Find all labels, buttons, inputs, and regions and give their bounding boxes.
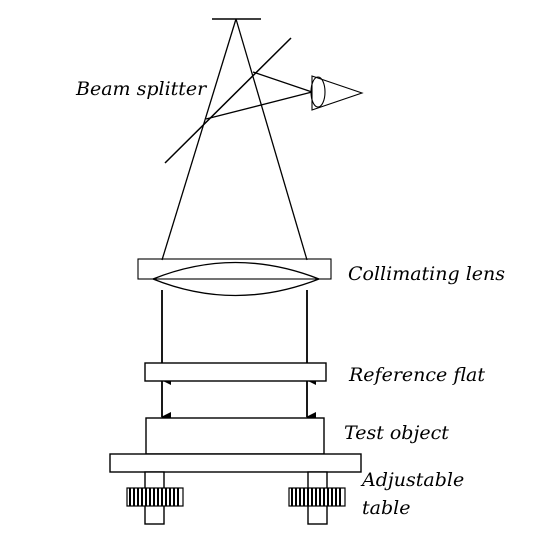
label-test-object: Test object — [344, 422, 449, 444]
ray-right — [235, 18, 308, 261]
ray-left — [161, 18, 237, 261]
label-beam-splitter: Beam splitter — [76, 78, 207, 100]
adjustable-table-plate — [109, 453, 362, 473]
label-reference-flat: Reference flat — [349, 364, 485, 386]
reference-flat — [144, 362, 327, 382]
collimating-lens — [137, 258, 332, 297]
label-collimating-lens: Collimating lens — [348, 263, 506, 285]
adjustment-knob-right — [288, 487, 346, 507]
label-adjustable-table-line2: table — [362, 497, 411, 519]
beam-splitter-plate — [164, 37, 292, 164]
eye-icon — [310, 75, 364, 111]
test-object — [145, 417, 325, 455]
adjustment-knob-left — [126, 487, 184, 507]
label-adjustable-table-line1: Adjustable — [362, 469, 465, 491]
reflected-ray-lower — [205, 91, 313, 120]
reflected-ray-upper — [252, 71, 313, 93]
